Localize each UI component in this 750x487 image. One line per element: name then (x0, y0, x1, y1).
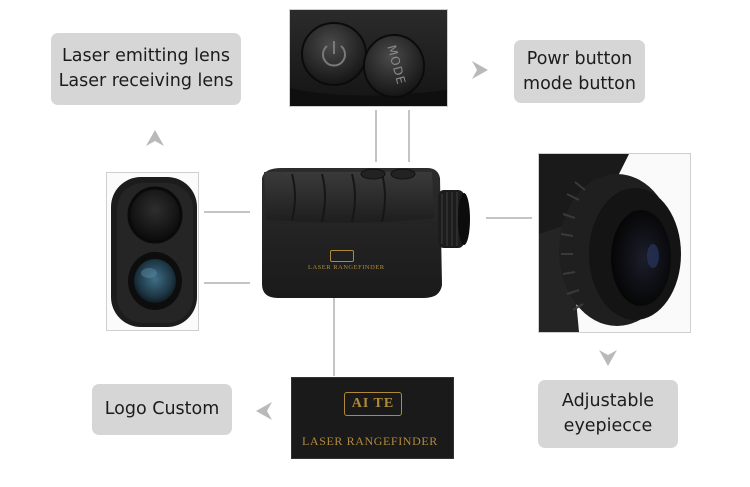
logo-closeup-photo: AI TE LASER RANGEFINDER (291, 377, 454, 459)
callout-lens-line1: Laser emitting lens (62, 46, 230, 66)
callout-eyepiece-line2: eyepiecce (563, 416, 653, 436)
callout-eyepiece: Adjustable eyepiecce (538, 380, 678, 448)
power-icon (322, 41, 346, 67)
connector-button-right (408, 110, 410, 162)
connector-button-left (375, 110, 377, 162)
chevron-icon-down (599, 350, 617, 366)
chevron-icon-right (472, 61, 488, 79)
callout-buttons-line2: mode button (523, 73, 636, 94)
callout-buttons: Powr button mode button (514, 40, 645, 103)
model-text: LASER RANGEFINDER (302, 434, 438, 448)
chevron-icon-left (256, 402, 272, 420)
brand-badge: AI TE (344, 392, 402, 416)
brand-text: AI TE (351, 396, 395, 411)
callout-lens: Laser emitting lens Laser receiving lens (51, 33, 241, 105)
device-model-text: LASER RANGEFINDER (308, 264, 385, 271)
lens-closeup-photo (106, 172, 199, 331)
connector-logo (333, 292, 335, 376)
callout-lens-line2: Laser receiving lens (58, 71, 234, 91)
callout-logo-line1: Logo Custom (104, 399, 220, 419)
callout-logo: Logo Custom (92, 384, 232, 435)
connector-eyepiece (486, 217, 532, 219)
buttons-closeup-photo: MODE (289, 9, 448, 107)
connector-lens-bottom (204, 282, 250, 284)
callout-eyepiece-line1: Adjustable (561, 391, 655, 411)
callout-buttons-line1: Powr button (526, 48, 633, 69)
device-logo-badge (330, 250, 354, 262)
rangefinder-device-photo: LASER RANGEFINDER (252, 160, 482, 300)
eyepiece-closeup-photo (538, 153, 691, 333)
chevron-icon-up (146, 130, 164, 146)
connector-lens-top (204, 211, 250, 213)
